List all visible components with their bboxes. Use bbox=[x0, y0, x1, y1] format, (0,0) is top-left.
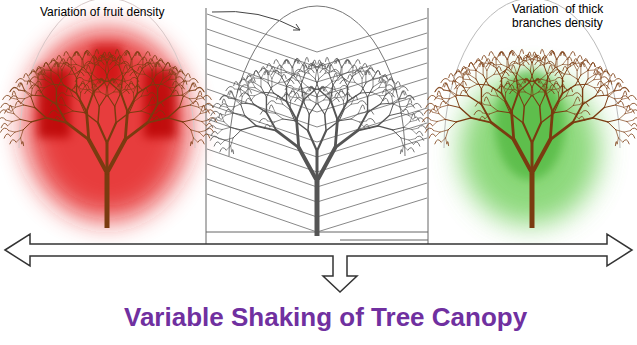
shaking-pattern bbox=[206, 8, 428, 245]
fractal-tree bbox=[0, 0, 217, 228]
block-arrow bbox=[5, 234, 632, 292]
fractal-tree bbox=[207, 6, 426, 236]
panel-label: Variation of fruit density bbox=[40, 5, 210, 19]
caption: Variable Shaking of Tree Canopy bbox=[124, 302, 527, 333]
fractal-tree bbox=[422, 0, 637, 228]
panel-label: Variation of thick branches density bbox=[512, 2, 630, 30]
